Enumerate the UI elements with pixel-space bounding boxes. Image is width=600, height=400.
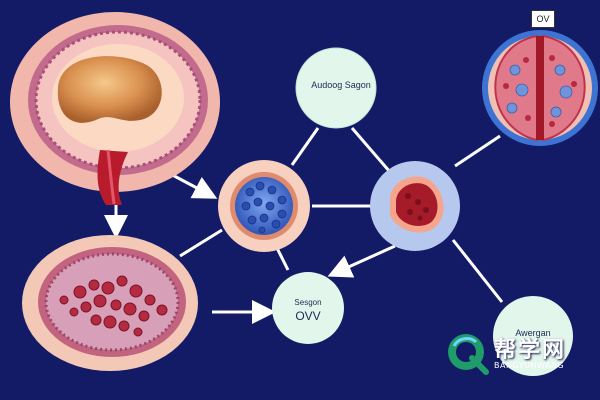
arrow-red-to-ovv	[327, 244, 396, 278]
stomach-organ-icon	[10, 12, 220, 205]
red-tissue-icon	[370, 161, 460, 251]
node-ovv	[272, 272, 344, 344]
line-blue-to-ovv	[274, 245, 290, 271]
watermark: 帮学网 BANGYUNWANG	[442, 328, 592, 376]
line-red-to-organ	[454, 134, 501, 168]
node-top	[295, 47, 377, 129]
blue-cell-icon	[218, 160, 310, 252]
organ-cross-section-icon	[482, 30, 598, 146]
line-red-to-bottom-right	[451, 239, 504, 303]
cell-cluster-icon	[22, 235, 198, 371]
connectors	[104, 127, 504, 324]
line-blue-to-cells	[179, 228, 223, 258]
label-bottom-right-circle: Awergan	[515, 328, 551, 338]
node-bottom-right	[493, 296, 573, 376]
watermark-logo-icon	[448, 334, 489, 375]
line-top-to-blue-cell	[290, 127, 320, 166]
label-mid-circle-big: OVV	[295, 309, 321, 323]
label-mid-circle-small: Sesgon	[294, 298, 322, 307]
line-top-to-red-tissue	[350, 127, 392, 173]
tag-label: OV	[531, 10, 555, 28]
watermark-sub-text: BANGYUNWANG	[494, 361, 565, 370]
label-top-circle: Audoog Sagon	[311, 80, 371, 90]
watermark-main-text: 帮学网	[494, 338, 567, 363]
